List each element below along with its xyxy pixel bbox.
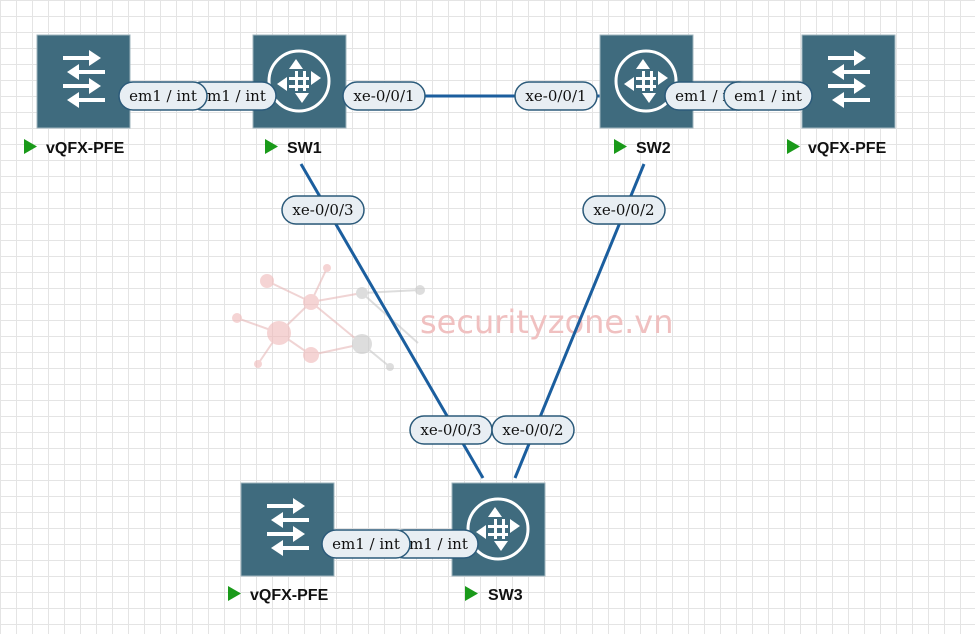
iface-label-text: xe-0/0/3 <box>420 421 481 439</box>
node-vqfx-pfe-2[interactable]: vQFX-PFE <box>787 34 896 157</box>
play-icon <box>787 139 800 154</box>
iface-label-text: em1 / int <box>129 87 197 105</box>
node-label: vQFX-PFE <box>808 140 887 157</box>
iface-label-text: xe-0/0/1 <box>525 87 586 105</box>
iface-label-sw3-em1[interactable]: em1 / int <box>389 529 479 559</box>
iface-label-sw2-xe002[interactable]: xe-0/0/2 <box>582 195 666 225</box>
node-sw1-tile[interactable] <box>252 34 347 129</box>
iface-label-vqfx1-em1[interactable]: em1 / int <box>118 81 208 111</box>
iface-label-sw1-xe003[interactable]: xe-0/0/3 <box>281 195 365 225</box>
node-sw1[interactable]: SW1 <box>252 34 347 157</box>
iface-label-vqfx2-em1[interactable]: em1 / int <box>723 81 813 111</box>
watermark-text: securityzone.vn <box>420 303 674 341</box>
iface-label-text: xe-0/0/2 <box>593 201 654 219</box>
play-icon <box>465 586 478 601</box>
node-label: SW2 <box>636 140 671 157</box>
node-vqfx-pfe-1[interactable]: vQFX-PFE <box>24 34 131 157</box>
node-label: SW3 <box>488 587 523 604</box>
watermark-logo <box>232 264 425 371</box>
iface-label-vqfx3-em1[interactable]: em1 / int <box>321 529 411 559</box>
node-sw3[interactable]: SW3 <box>451 482 546 604</box>
node-label: SW1 <box>287 140 322 157</box>
node-label: vQFX-PFE <box>250 587 329 604</box>
iface-label-text: xe-0/0/1 <box>353 87 414 105</box>
play-icon <box>228 586 241 601</box>
iface-label-sw3-xe002[interactable]: xe-0/0/2 <box>491 415 575 445</box>
iface-label-text: xe-0/0/3 <box>292 201 353 219</box>
iface-label-text: em1 / int <box>332 535 400 553</box>
iface-label-text: xe-0/0/2 <box>502 421 563 439</box>
iface-label-sw3-xe003[interactable]: xe-0/0/3 <box>409 415 493 445</box>
iface-label-text: em1 / int <box>198 87 266 105</box>
play-icon <box>24 139 37 154</box>
iface-label-text: em1 / int <box>400 535 468 553</box>
iface-label-sw1-xe001[interactable]: xe-0/0/1 <box>342 81 426 111</box>
node-vqfx-pfe-2-tile[interactable] <box>801 34 896 129</box>
iface-label-sw2-xe001[interactable]: xe-0/0/1 <box>514 81 598 111</box>
iface-label-text: em1 / int <box>734 87 802 105</box>
node-vqfx-pfe-3-tile[interactable] <box>240 482 335 577</box>
node-vqfx-pfe-1-tile[interactable] <box>36 34 131 129</box>
node-vqfx-pfe-3[interactable]: vQFX-PFE <box>228 482 335 604</box>
play-icon <box>614 139 627 154</box>
node-label: vQFX-PFE <box>46 140 125 157</box>
play-icon <box>265 139 278 154</box>
